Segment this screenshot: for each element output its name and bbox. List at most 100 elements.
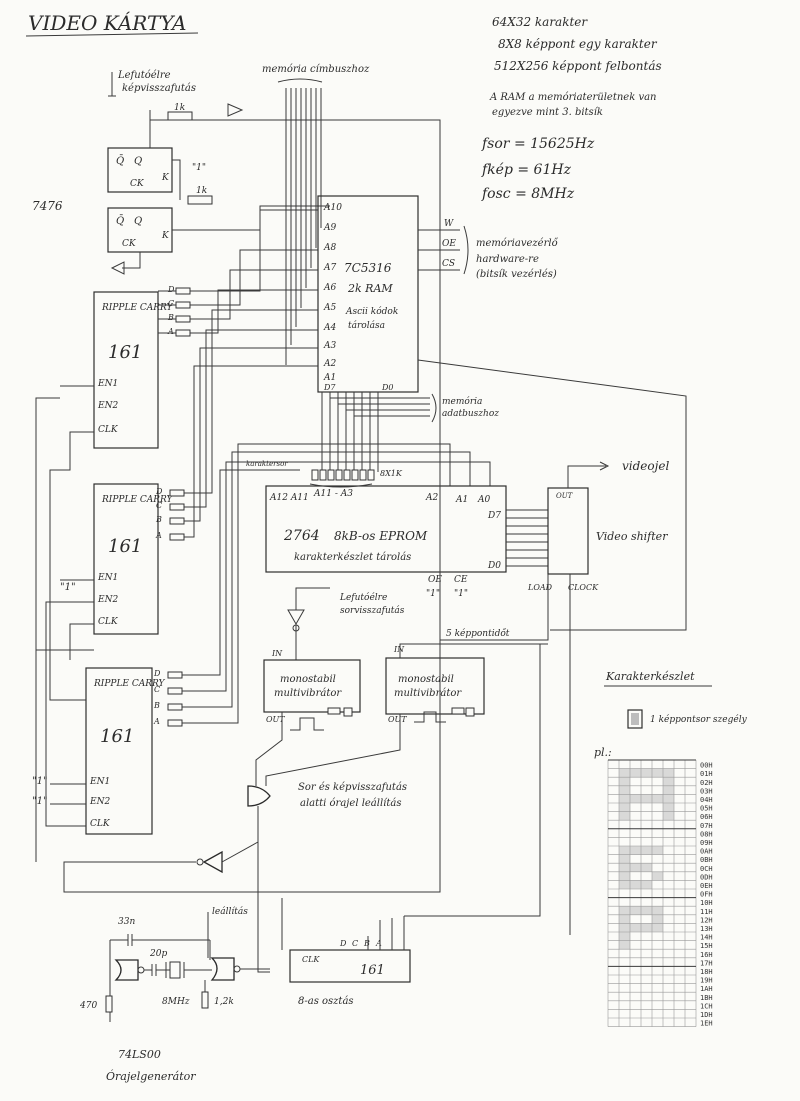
charset-pixel: [663, 777, 674, 786]
pixel-clock-label: 5 képpontidőt: [446, 628, 510, 639]
charset-row-label: 1CH: [700, 1002, 713, 1010]
charset-pixel: [619, 871, 630, 881]
charset-pixel: [641, 863, 652, 872]
video-shifter: OUT Video shifter LOAD CLOCK: [527, 487, 668, 592]
osc-name-label: Órajelgenerátor: [106, 1069, 196, 1083]
counter-1-taps: D C B A: [158, 209, 318, 337]
svg-text:161: 161: [360, 963, 385, 978]
ram-7c5316: 7C5316 2k RAM Ascii kódok tárolása A10 A…: [317, 195, 419, 393]
svg-text:OUT: OUT: [388, 715, 407, 724]
charset-row-label: 0EH: [700, 882, 713, 890]
spec-fkep: fkép = 61Hz: [481, 162, 572, 178]
svg-text:OE: OE: [442, 239, 456, 249]
svg-text:OUT: OUT: [266, 715, 285, 724]
charset-row-label: 02H: [700, 779, 713, 787]
flip-flop-2: Q̄ Q CK K: [107, 207, 173, 253]
frame-blank-label-1: Lefutóélre: [117, 70, 171, 81]
video-shifter-label: Video shifter: [596, 530, 668, 543]
svg-text:33n: 33n: [118, 917, 135, 927]
charset-pixel: [641, 906, 652, 915]
spec-fosc: fosc = 8MHz: [481, 186, 575, 202]
inverter-clock: [202, 850, 223, 874]
svg-text:EN1: EN1: [97, 573, 118, 583]
charset-pixel: [663, 785, 674, 795]
spec-ram-note-2: egyezve mint 3. bitsík: [492, 107, 603, 118]
charset-row-label: 16H: [700, 951, 713, 959]
shifter-wiring: [440, 574, 571, 935]
svg-text:C: C: [168, 299, 174, 308]
data-bus-label-1: memória: [442, 396, 482, 407]
charset-pixel: [619, 880, 630, 889]
charset-pixel: [663, 811, 674, 821]
charset-legend-box: [627, 709, 643, 729]
charset-pixel: [641, 846, 652, 855]
monostable-2: IN monostabil multivibrátor OUT: [385, 645, 485, 724]
charset-grid: 00H01H02H03H04H05H06H07H08H09H0AH0BH0CH0…: [607, 759, 713, 1028]
counter-3-taps: D C B A: [153, 443, 491, 727]
charset-pixel: [619, 785, 630, 795]
resistor-1k-top: [167, 111, 193, 121]
charset-pixel: [652, 923, 663, 932]
svg-text:K: K: [161, 231, 170, 241]
charset-row-label: 18H: [700, 968, 713, 976]
svg-text:8X1K: 8X1K: [380, 469, 403, 478]
charset-row-label: 10H: [700, 899, 713, 907]
resistor-470: [105, 995, 113, 1013]
svg-text:A10: A10: [323, 203, 342, 213]
svg-text:D0: D0: [487, 561, 501, 571]
charset-pixel: [619, 906, 630, 915]
svg-text:A: A: [155, 531, 162, 540]
svg-text:IN: IN: [271, 649, 283, 658]
title-underline: [25, 32, 199, 37]
svg-text:470: 470: [79, 1001, 97, 1011]
charset-row-label: 15H: [700, 942, 713, 950]
mem-ctrl-label-3: (bitsík vezérlés): [476, 269, 557, 280]
svg-text:20p: 20p: [149, 949, 167, 959]
charset-pixel: [619, 846, 630, 855]
charset-row-label: 08H: [700, 830, 713, 838]
charset-pixel: [663, 794, 674, 803]
ram-size-label: 2k RAM: [347, 282, 393, 295]
svg-text:A3: A3: [323, 341, 336, 351]
svg-text:CLK: CLK: [98, 617, 119, 627]
charset-row-label: 0AH: [700, 848, 713, 856]
svg-text:LOAD: LOAD: [527, 583, 553, 592]
svg-text:D: D: [153, 669, 161, 678]
svg-text:"1": "1": [32, 776, 48, 787]
row-blank-label-1: Lefutóélre: [339, 592, 387, 603]
svg-text:OUT: OUT: [556, 492, 574, 500]
charset-pixel: [652, 768, 663, 778]
svg-text:CS: CS: [442, 259, 455, 269]
svg-text:B: B: [363, 939, 370, 948]
svg-text:C: C: [352, 939, 358, 948]
counter-161-div8: CLK 161 D C B A 8-as osztás: [289, 916, 411, 1007]
charset-row-label: 17H: [700, 959, 713, 967]
charset-pixel: [630, 768, 641, 778]
svg-text:A11 - A3: A11 - A3: [313, 489, 353, 499]
ram-desc-1: Ascii kódok: [345, 306, 398, 317]
charset-row-label: 19H: [700, 977, 713, 985]
svg-text:RIPPLE CARRY: RIPPLE CARRY: [101, 495, 174, 505]
spec-line-2: 8X8 képpont egy karakter: [498, 37, 658, 51]
charset-pixel: [630, 923, 641, 932]
svg-text:A: A: [167, 327, 174, 336]
counter-2-taps: D C B A: [155, 309, 318, 541]
address-bus-label: memória címbuszhoz: [262, 64, 370, 75]
svg-text:A0: A0: [477, 495, 490, 505]
charset-pixel: [652, 846, 663, 855]
svg-text:"1": "1": [192, 163, 206, 173]
charset-note: 1 képpontsor szegély: [650, 714, 748, 725]
charset-pixel: [641, 794, 652, 803]
svg-text:EN2: EN2: [97, 595, 118, 605]
svg-text:D: D: [155, 487, 163, 496]
charset-pixel: [619, 854, 630, 864]
charset-row-label: 05H: [700, 805, 713, 813]
svg-text:EN1: EN1: [89, 777, 110, 787]
svg-text:161: 161: [100, 726, 134, 747]
data-bus-label-2: adatbuszhoz: [442, 409, 499, 419]
ram-control-pins: W OE CS memóriavezérlő hardware-re (bits…: [418, 219, 559, 280]
svg-text:EN2: EN2: [97, 401, 118, 411]
mem-ctrl-label-2: hardware-re: [476, 254, 539, 265]
svg-text:D7: D7: [323, 383, 336, 392]
